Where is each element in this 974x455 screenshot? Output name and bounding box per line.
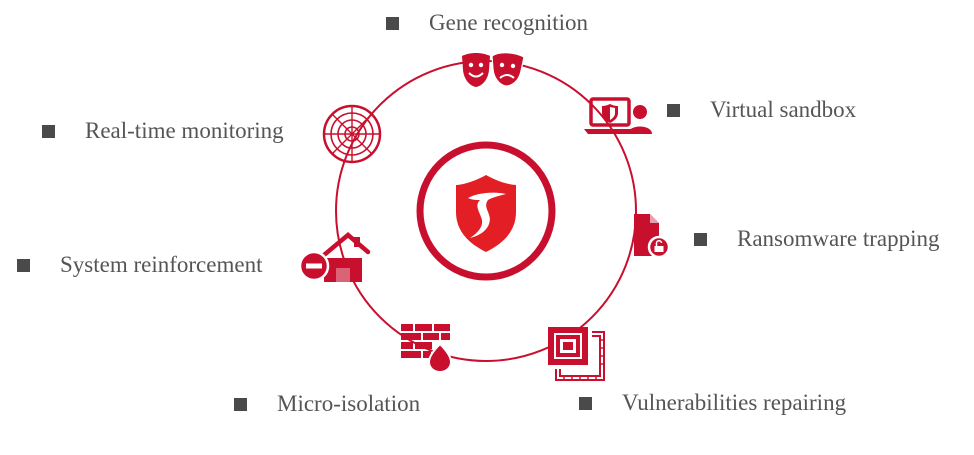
square-bullet-icon — [42, 124, 55, 138]
feature-label-text: Micro-isolation — [277, 391, 421, 416]
feature-label-text: Ransomware trapping — [737, 226, 940, 251]
file-lock-icon — [634, 214, 671, 259]
square-bullet-icon — [17, 258, 30, 272]
feature-label-text: System reinforcement — [60, 252, 263, 277]
square-bullet-icon — [579, 396, 592, 410]
chip-icon — [548, 327, 605, 381]
feature-label-gene-recognition: Gene recognition — [386, 9, 588, 37]
firewall-flame-icon — [401, 324, 453, 374]
radar-icon — [322, 104, 382, 164]
feature-label-ransomware-trapping: Ransomware trapping — [694, 225, 939, 253]
feature-label-vulnerabilities-repairing: Vulnerabilities repairing — [579, 389, 846, 417]
square-bullet-icon — [386, 16, 399, 30]
square-bullet-icon — [694, 232, 707, 246]
laptop-shield-user-icon — [584, 97, 652, 134]
feature-label-text: Virtual sandbox — [710, 97, 857, 122]
shield-logo-icon — [456, 175, 516, 252]
feature-label-system-reinforcement: System reinforcement — [17, 251, 262, 279]
square-bullet-icon — [667, 103, 680, 117]
feature-label-text: Real-time monitoring — [85, 118, 284, 143]
center-logo — [416, 141, 556, 281]
feature-label-text: Vulnerabilities repairing — [622, 390, 847, 415]
square-bullet-icon — [234, 397, 247, 411]
feature-label-text: Gene recognition — [429, 10, 589, 35]
theater-masks-icon — [462, 52, 525, 87]
feature-label-virtual-sandbox: Virtual sandbox — [667, 96, 856, 124]
house-minus-icon — [298, 232, 371, 282]
feature-label-micro-isolation: Micro-isolation — [234, 390, 420, 418]
feature-label-real-time-monitoring: Real-time monitoring — [42, 117, 284, 145]
